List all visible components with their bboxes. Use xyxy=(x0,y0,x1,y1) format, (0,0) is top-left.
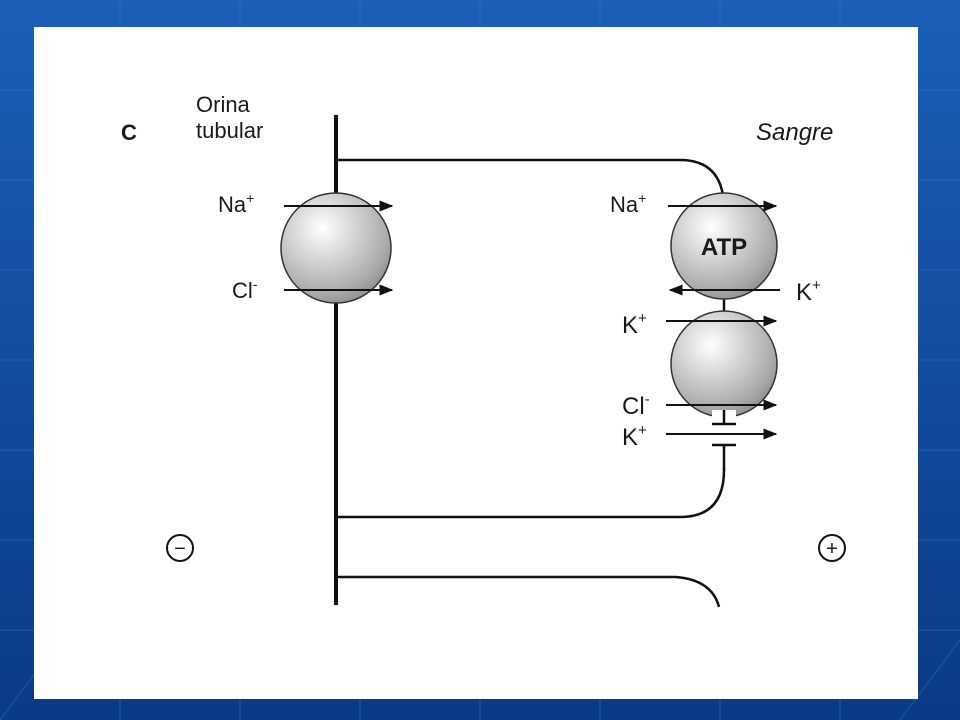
svg-text:Cl-: Cl- xyxy=(622,391,650,420)
na-k-atpase-pump: ATP Na+ K+ xyxy=(610,190,821,306)
apical-na-charge: + xyxy=(246,190,254,206)
cotransporter-k-label: K xyxy=(622,312,638,339)
channel-k-label: K xyxy=(622,424,638,451)
next-cell-outline xyxy=(336,575,721,608)
pump-k-charge: + xyxy=(812,277,821,294)
svg-text:K+: K+ xyxy=(622,422,647,451)
svg-text:Na+: Na+ xyxy=(218,190,254,217)
cotransporter-k-charge: + xyxy=(638,310,647,327)
cell-outline-upper xyxy=(336,158,726,206)
sphere-transporter-icon xyxy=(670,192,778,300)
apical-na-label: Na xyxy=(218,192,247,217)
pump-na-charge: + xyxy=(638,190,646,206)
svg-text:K+: K+ xyxy=(622,310,647,339)
ion-channel-icon xyxy=(712,410,736,470)
cell-outline-lower xyxy=(336,469,726,519)
k-channel: K+ xyxy=(622,410,778,470)
apical-cl-charge: - xyxy=(253,276,258,292)
apical-cotransporter: Na+ Cl- xyxy=(218,190,394,304)
cotransporter-cl-charge: - xyxy=(645,391,650,408)
blood-label: Sangre xyxy=(756,119,833,146)
tubular-urine-label-line2: tubular xyxy=(196,118,263,143)
pump-k-label: K xyxy=(796,279,812,306)
pump-na-label: Na xyxy=(610,192,639,217)
channel-k-charge: + xyxy=(638,422,647,439)
pump-atp-label: ATP xyxy=(701,234,747,261)
sphere-transporter-icon xyxy=(670,310,778,418)
positive-polarity-symbol: + xyxy=(818,534,846,562)
svg-text:Na+: Na+ xyxy=(610,190,646,217)
svg-text:Cl-: Cl- xyxy=(232,276,258,303)
cotransporter-cl-label: Cl xyxy=(622,393,645,420)
panel-letter: C xyxy=(121,120,137,145)
negative-polarity-symbol: − xyxy=(166,534,194,562)
sphere-transporter-icon xyxy=(280,192,392,304)
negative-polarity-sign: − xyxy=(174,538,186,560)
positive-polarity-sign: + xyxy=(826,538,838,560)
tubular-urine-label-line1: Orina xyxy=(196,92,251,117)
svg-text:K+: K+ xyxy=(796,277,821,306)
k-cl-cotransporter: K+ Cl- xyxy=(622,310,778,420)
apical-cl-label: Cl xyxy=(232,278,253,303)
